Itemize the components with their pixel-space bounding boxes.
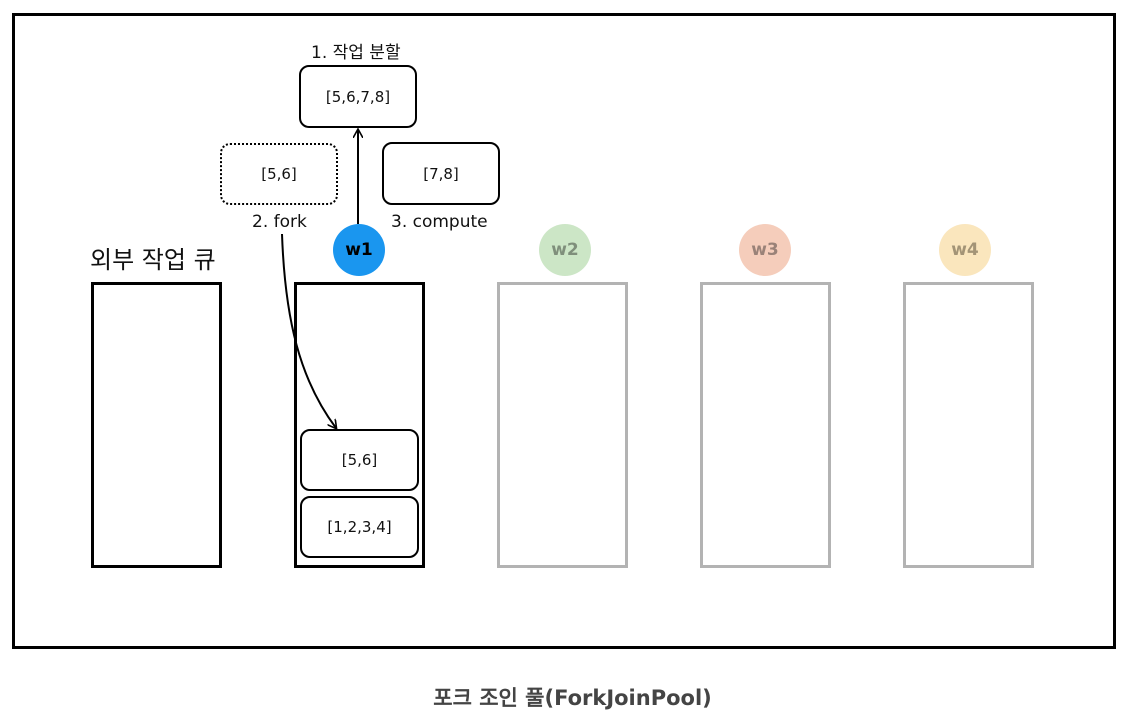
worker-w4: w4	[939, 224, 991, 276]
external-queue	[91, 282, 222, 568]
worker-w1: w1	[333, 224, 385, 276]
queued-task-top: [5,6]	[300, 429, 419, 491]
forked-task: [5,6]	[220, 143, 338, 205]
forked-task-label: [5,6]	[261, 165, 297, 183]
queued-task-bottom-label: [1,2,3,4]	[327, 518, 392, 536]
queued-task-top-label: [5,6]	[341, 451, 378, 469]
queued-task-bottom: [1,2,3,4]	[300, 496, 419, 558]
compute-task-label: [7,8]	[423, 164, 459, 183]
step-split-label: 1. 작업 분할	[311, 43, 401, 63]
worker-w3-label: w3	[751, 240, 779, 260]
worker-queue-w4	[903, 282, 1034, 568]
worker-w1-label: w1	[345, 240, 373, 260]
split-parent-task: [5,6,7,8]	[299, 65, 417, 128]
compute-task: [7,8]	[382, 142, 500, 205]
step-compute-label: 3. compute	[391, 212, 488, 232]
worker-w2: w2	[539, 224, 591, 276]
external-queue-label: 외부 작업 큐	[90, 246, 216, 274]
split-parent-task-label: [5,6,7,8]	[325, 87, 391, 106]
forkjoinpool-frame	[12, 13, 1116, 649]
worker-w2-label: w2	[551, 240, 579, 260]
worker-queue-w2	[497, 282, 628, 568]
worker-w3: w3	[739, 224, 791, 276]
worker-w4-label: w4	[951, 240, 979, 260]
step-fork-label: 2. fork	[252, 212, 307, 232]
fork-arrow	[281, 233, 336, 428]
diagram-caption: 포크 조인 풀(ForkJoinPool)	[433, 686, 712, 710]
worker-queue-w3	[700, 282, 831, 568]
